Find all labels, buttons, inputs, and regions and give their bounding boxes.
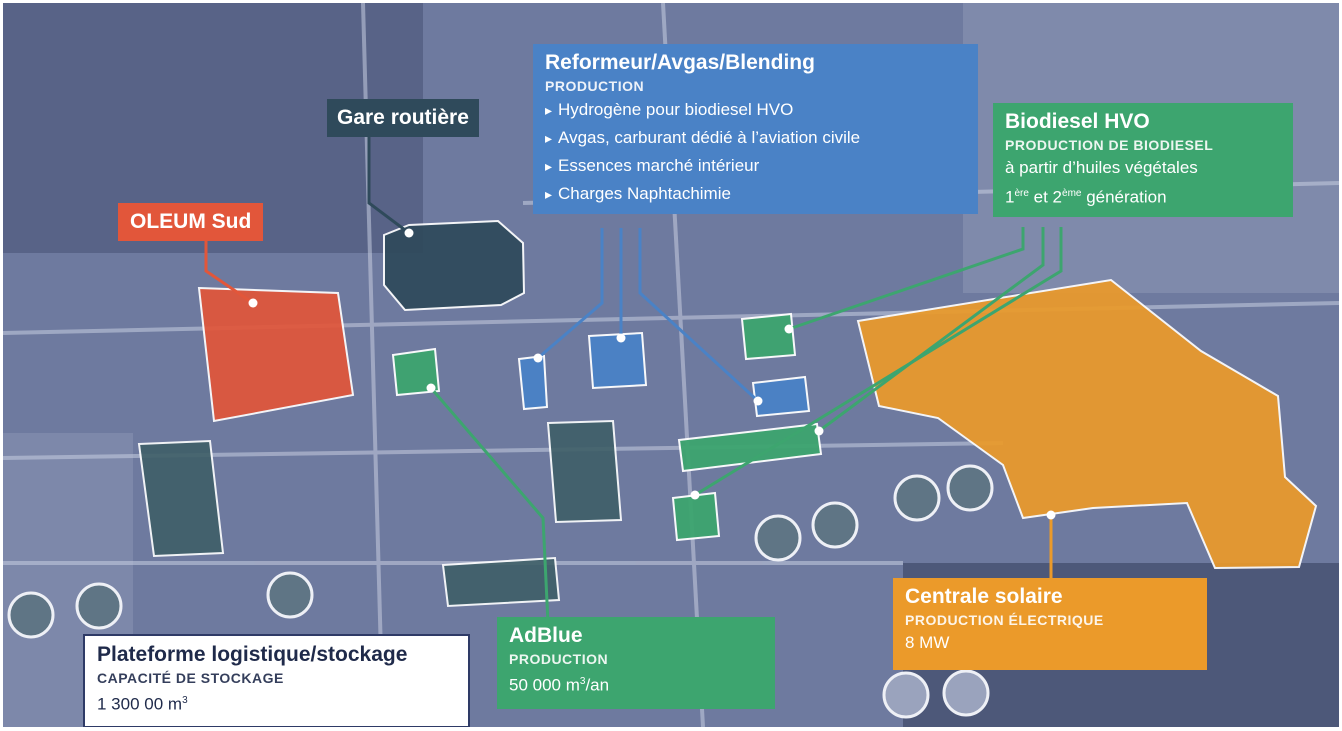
adblue-value: 50 000 m3/an	[509, 669, 765, 699]
tank	[754, 514, 802, 562]
reformeur-subtitle: PRODUCTION	[545, 78, 645, 94]
adblue-value-main: 50 000 m	[509, 675, 580, 695]
solaire-title: Centrale solaire	[905, 585, 1063, 608]
leader-biodiesel-2	[818, 227, 1045, 433]
biodiesel-gen-1: 1	[1005, 187, 1015, 207]
zone-reformeur-3	[751, 375, 811, 418]
leader-dot	[1046, 510, 1056, 520]
tank	[893, 474, 941, 522]
plateforme-value: 1 300 00 m3	[97, 688, 458, 718]
tank	[266, 571, 314, 619]
zone-stockage-centre	[546, 419, 623, 524]
leader-biodiesel-3	[694, 227, 1063, 497]
reformeur-list: Hydrogène pour biodiesel HVO Avgas, carb…	[545, 96, 968, 208]
solaire-subtitle: PRODUCTION ÉLECTRIQUE	[905, 612, 1104, 628]
biodiesel-line-2: 1ère et 2ème génération	[1005, 181, 1283, 211]
tank	[942, 669, 990, 717]
tank	[882, 671, 930, 719]
leader-dot	[784, 324, 794, 334]
tank	[811, 501, 859, 549]
plateforme-subtitle: CAPACITÉ DE STOCKAGE	[97, 670, 284, 686]
label-reformeur: Reformeur/Avgas/Blending PRODUCTION Hydr…	[533, 44, 978, 214]
leader-oleum	[204, 240, 254, 305]
plateforme-value-main: 1 300 00 m	[97, 694, 183, 714]
biodiesel-sup-1: ère	[1014, 188, 1029, 199]
oleum-title: OLEUM Sud	[130, 210, 252, 233]
biodiesel-title: Biodiesel HVO	[1005, 110, 1150, 133]
leader-dot	[690, 490, 700, 500]
label-oleum-sud: OLEUM Sud	[118, 203, 264, 241]
leader-dot	[533, 353, 543, 363]
leader-dot	[814, 426, 824, 436]
leader-dot	[404, 228, 414, 238]
zone-reformeur-1	[517, 354, 549, 411]
plateforme-value-sup: 3	[182, 695, 188, 706]
adblue-value-sup: 3	[579, 676, 586, 687]
adblue-subtitle: PRODUCTION	[509, 651, 609, 667]
leader-dots	[248, 228, 1056, 520]
leader-dot	[248, 298, 258, 308]
zone-biodiesel-1	[740, 312, 797, 361]
biodiesel-sup-2: ème	[1062, 188, 1082, 199]
label-centrale-solaire: Centrale solaire PRODUCTION ÉLECTRIQUE 8…	[893, 578, 1207, 670]
zone-biodiesel-2	[677, 422, 823, 473]
label-adblue: AdBlue PRODUCTION 50 000 m3/an	[497, 617, 775, 709]
tank	[75, 582, 123, 630]
reformeur-item: Hydrogène pour biodiesel HVO	[545, 96, 968, 124]
reformeur-item: Essences marché intérieur	[545, 152, 968, 180]
zone-centrale-solaire	[856, 278, 1318, 570]
leader-dot	[753, 396, 763, 406]
biodiesel-gen-and: et 2	[1028, 187, 1063, 207]
biodiesel-subtitle: PRODUCTION DE BIODIESEL	[1005, 137, 1214, 153]
storage-tanks	[7, 464, 994, 719]
biodiesel-gen-suffix: génération	[1081, 187, 1167, 207]
zone-stockage-sud	[441, 556, 561, 608]
leader-reformeur-1	[537, 228, 604, 360]
adblue-title: AdBlue	[509, 624, 583, 647]
leader-gare	[367, 131, 410, 235]
reformeur-title: Reformeur/Avgas/Blending	[545, 51, 815, 74]
reformeur-item: Charges Naphtachimie	[545, 180, 968, 208]
tank	[946, 464, 994, 512]
label-plateforme-logistique: Plateforme logistique/stockage CAPACITÉ …	[83, 634, 470, 727]
tank	[7, 591, 55, 639]
label-gare-routiere: Gare routière	[327, 99, 479, 137]
zone-plateforme-logistique	[137, 439, 225, 558]
gare-title: Gare routière	[337, 106, 469, 129]
leader-lines	[204, 131, 1063, 624]
biodiesel-line-1: à partir d’huiles végétales	[1005, 158, 1198, 177]
aerial-map: Gare routière OLEUM Sud Reformeur/Avgas/…	[3, 3, 1339, 727]
label-biodiesel-hvo: Biodiesel HVO PRODUCTION DE BIODIESEL à …	[993, 103, 1293, 217]
leader-biodiesel-1	[788, 227, 1025, 331]
leader-adblue	[429, 387, 550, 624]
zone-reformeur-2	[587, 331, 648, 390]
leader-dot	[426, 383, 436, 393]
solaire-value: 8 MW	[905, 633, 950, 652]
leader-reformeur-3	[638, 228, 760, 403]
zone-biodiesel-3	[671, 491, 721, 542]
zone-oleum-sud	[197, 286, 355, 423]
adblue-value-unit: /an	[585, 675, 610, 695]
zone-adblue	[391, 347, 441, 397]
plateforme-title: Plateforme logistique/stockage	[97, 643, 408, 666]
reformeur-item: Avgas, carburant dédié à l’aviation civi…	[545, 124, 968, 152]
zone-gare-routiere	[383, 219, 526, 312]
leader-dot	[616, 333, 626, 343]
